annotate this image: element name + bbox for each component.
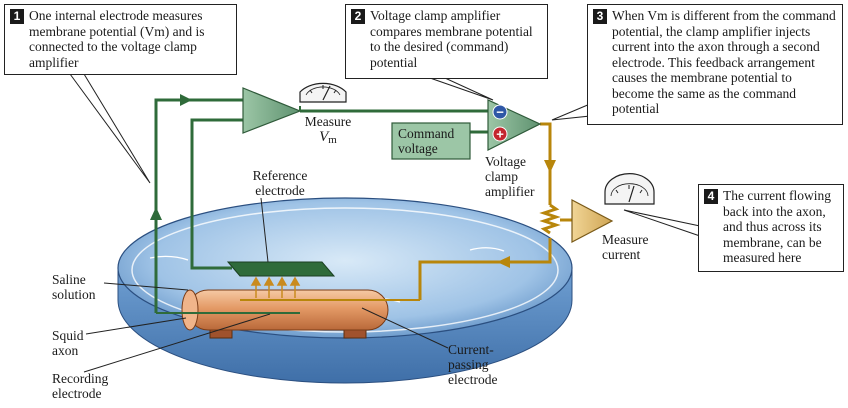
callout-1-text: One internal electrode measures membrane… [29,8,205,70]
reference-electrode-label: Reference electrode [252,168,308,198]
step-number-3: 3 [593,9,607,24]
vm-subscript: m [328,134,337,146]
current-flow-arrows [250,276,301,298]
svg-text:−: − [496,105,504,120]
callout-4-text: The current flowing back into the axon, … [723,188,831,265]
amplifier-minus-input: − [492,104,508,120]
step-number-1: 1 [10,9,24,24]
squid-axon-label: Squid axon [52,328,84,358]
callout-2: 2 Voltage clamp amplifier compares membr… [345,4,548,79]
measure-current-amplifier [571,199,614,243]
current-circuit [240,122,572,301]
svg-text:+: + [496,127,504,142]
voltage-flow-arrowheads [150,94,192,220]
reference-electrode [226,261,336,277]
command-voltage-box [391,122,471,160]
step-number-4: 4 [704,189,718,204]
command-voltage-label: Command voltage [398,126,455,156]
amplifier-plus-input: + [492,126,508,142]
callout-2-text: Voltage clamp amplifier compares membran… [370,8,533,70]
recording-electrode-label: Recording electrode [52,371,109,401]
vm-symbol: V [319,129,329,145]
measure-current-label: Measure current [602,232,649,262]
voltage-circuit [154,98,490,314]
squid-axon [181,289,389,331]
step-number-2: 2 [351,9,365,24]
callout-pointers [69,73,701,237]
measure-label: Measure [304,114,352,129]
callout-4: 4 The current flowing back into the axon… [698,184,844,272]
current-flow-arrowheads [497,160,556,268]
measure-vm-amplifier [242,87,302,134]
voltage-clamp-amplifier-label: Voltage clamp amplifier [485,154,535,199]
label-pointer-lines [83,197,449,373]
callout-1: 1 One internal electrode measures membra… [4,4,237,75]
current-meter-icon [604,173,655,205]
saline-solution-label: Saline solution [52,272,96,302]
callout-3-text: When Vm is different from the command po… [612,8,836,116]
callout-3: 3 When Vm is different from the command … [587,4,843,125]
current-passing-electrode-label: Current-passing electrode [448,342,498,387]
voltage-meter-icon [299,82,347,111]
measure-vm-label: Measure Vm [296,114,360,148]
